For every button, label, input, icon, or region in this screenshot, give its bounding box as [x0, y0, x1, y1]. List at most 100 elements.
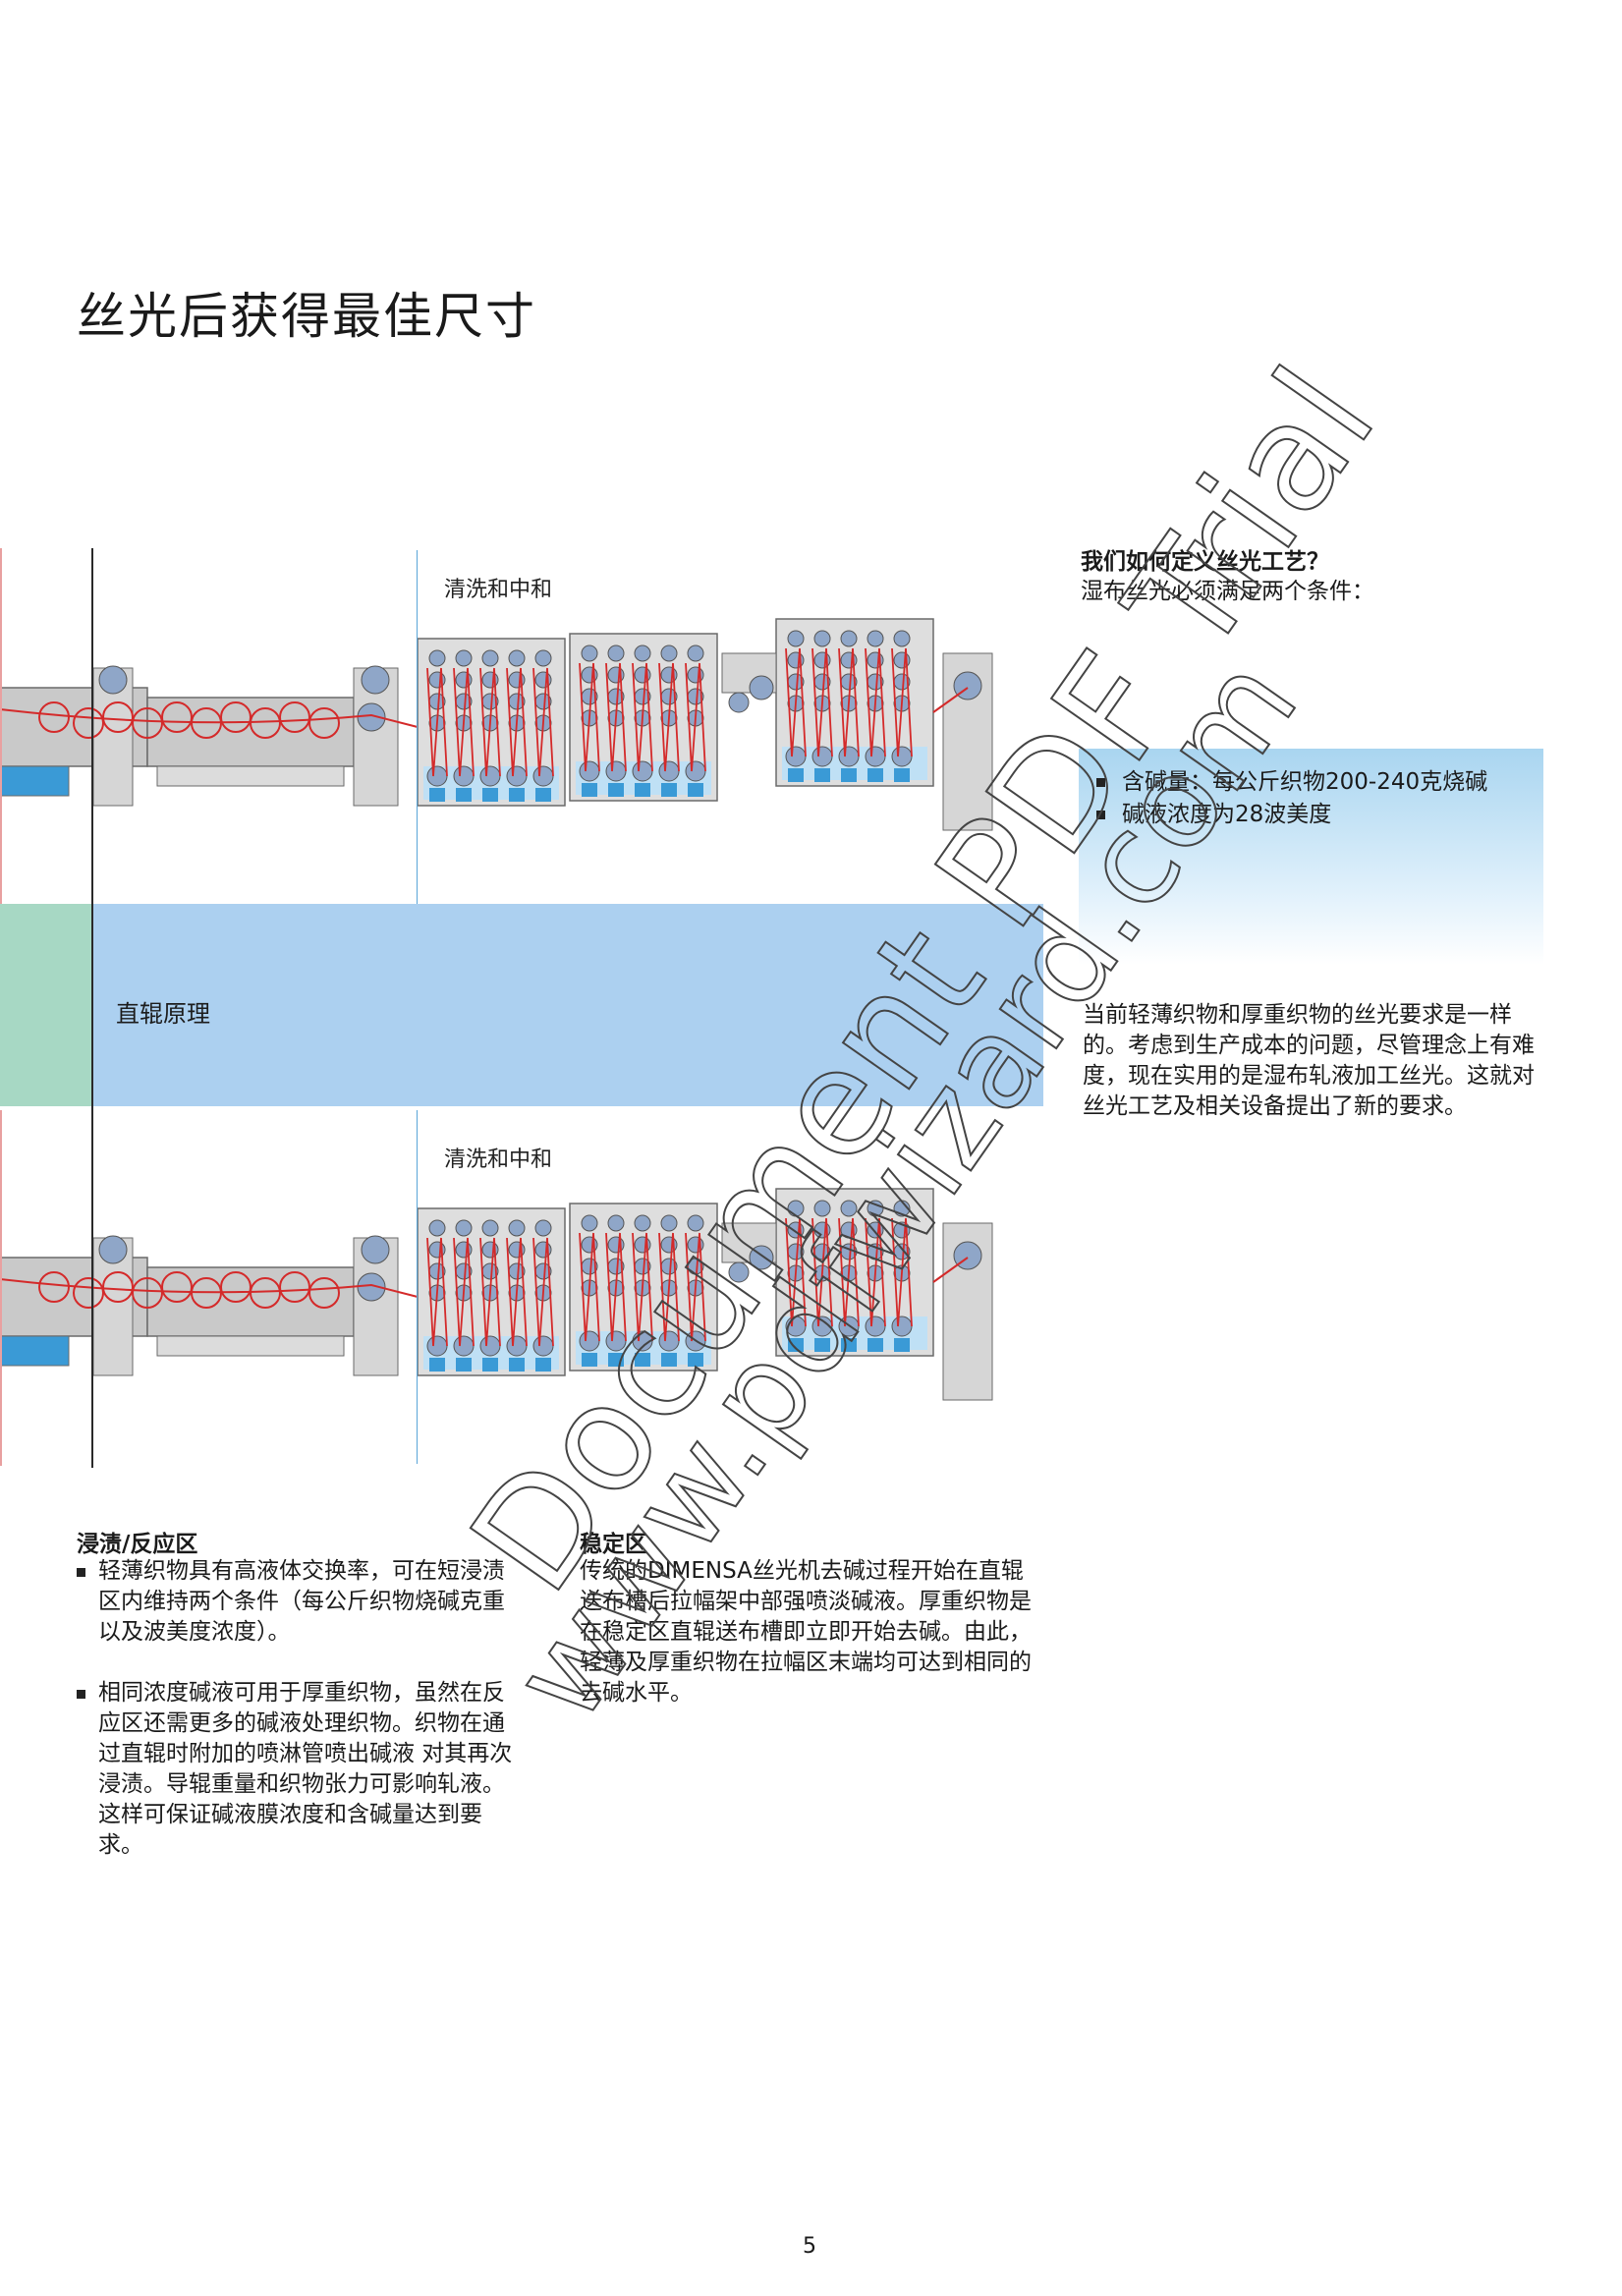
roller	[811, 746, 833, 767]
fabric-path	[838, 1217, 860, 1327]
roller	[687, 644, 704, 662]
stand	[353, 1237, 399, 1376]
roller	[685, 760, 706, 782]
roller	[865, 1316, 886, 1337]
list-item: 轻薄织物具有高液体交换率，可在短浸渍区内维持两个条件（每公斤织物烧碱克重以及波美…	[77, 1556, 519, 1648]
roller	[867, 630, 884, 647]
fabric-path	[453, 1237, 475, 1347]
fabric-path	[658, 1232, 680, 1342]
reaction-trough	[156, 765, 345, 787]
fabric-roller	[250, 1277, 281, 1309]
sidebar-subheading: 湿布丝光必须满足两个条件：	[1081, 579, 1374, 604]
list-item: 相同浓度碱液可用于厚重织物，虽然在反应区还需更多的碱液处理织物。织物在通过直辊时…	[77, 1678, 519, 1861]
roller	[785, 1316, 807, 1337]
washing-neutralizing-label-top: 清洗和中和	[444, 578, 553, 602]
roller	[455, 649, 473, 667]
zone-divider-line-top	[417, 550, 418, 904]
fabric-path	[506, 667, 528, 777]
roller	[605, 1330, 627, 1352]
roller	[838, 746, 860, 767]
reaction-trough	[156, 1335, 345, 1357]
item-text: 相同浓度碱液可用于厚重织物，虽然在反应区还需更多的碱液处理织物。织物在通过直辊时…	[98, 1680, 513, 1858]
list-item: 含碱量：每公斤织物200-240克烧碱	[1096, 766, 1543, 799]
bath-segment	[582, 1353, 597, 1367]
roller	[607, 644, 625, 662]
roller	[426, 1335, 448, 1357]
direct-roller-bar	[93, 904, 1043, 1106]
fabric-path	[632, 1232, 653, 1342]
fabric-path	[605, 662, 627, 772]
fabric-path	[658, 662, 680, 772]
fabric-roller	[38, 1271, 70, 1303]
roller	[508, 1219, 526, 1237]
bath-segment	[814, 1338, 830, 1352]
fabric-path	[811, 1217, 833, 1327]
roller	[811, 1316, 833, 1337]
bath-segment	[456, 1358, 472, 1372]
bath-segment	[814, 768, 830, 782]
bath-segment	[688, 1353, 703, 1367]
roller	[865, 746, 886, 767]
roller	[728, 1261, 750, 1283]
roller	[534, 1219, 552, 1237]
fabric-path	[426, 1237, 448, 1347]
section-divider-line	[91, 548, 93, 1468]
roller	[428, 649, 446, 667]
fabric-roller	[279, 1271, 310, 1303]
washing-neutralizing-label-bottom: 清洗和中和	[444, 1148, 553, 1172]
fabric-roller	[161, 1271, 193, 1303]
fabric-path	[811, 647, 833, 757]
fabric-roller	[220, 1271, 252, 1303]
bath-segment	[688, 783, 703, 797]
left-edge-line-top	[0, 548, 2, 904]
bath-segment	[456, 788, 472, 802]
roller	[893, 1200, 911, 1217]
roller	[658, 760, 680, 782]
roller	[840, 1200, 858, 1217]
roller	[453, 1335, 475, 1357]
bath-segment	[429, 788, 445, 802]
fabric-roller	[132, 707, 163, 739]
stabilization-zone-text: 传统的DIMENSA丝光机去碱过程开始在直辊送布槽后拉幅架中部强喷淡碱液。厚重织…	[580, 1558, 1032, 1706]
bath-segment	[867, 768, 883, 782]
conditions-list: 含碱量：每公斤织物200-240克烧碱 碱液浓度为28波美度	[1079, 749, 1543, 831]
roller	[605, 760, 627, 782]
fabric-roller	[279, 701, 310, 733]
roller	[867, 1200, 884, 1217]
page-title: 丝光后获得最佳尺寸	[77, 288, 536, 345]
page-number: 5	[803, 2234, 816, 2259]
fabric-roller	[73, 1277, 104, 1309]
bath-segment	[841, 1338, 857, 1352]
fabric-path	[479, 667, 501, 777]
roller	[787, 1200, 805, 1217]
roller	[453, 765, 475, 787]
fabric-path	[865, 1217, 886, 1327]
roller	[660, 1214, 678, 1232]
roller	[658, 1330, 680, 1352]
bath-segment	[608, 783, 624, 797]
bath-segment	[661, 783, 677, 797]
fabric-path	[891, 647, 913, 757]
fabric-path	[685, 662, 706, 772]
roller	[481, 1219, 499, 1237]
fabric-roller	[38, 701, 70, 733]
bath-segment	[608, 1353, 624, 1367]
bath-segment	[894, 1338, 910, 1352]
impregnation-list: 轻薄织物具有高液体交换率，可在短浸渍区内维持两个条件（每公斤织物烧碱克重以及波美…	[77, 1556, 519, 1861]
impregnation-bath	[0, 765, 70, 797]
roller	[891, 746, 913, 767]
condition-text: 含碱量：每公斤织物200-240克烧碱	[1122, 769, 1488, 795]
fabric-roller	[308, 707, 340, 739]
fabric-path	[891, 1217, 913, 1327]
direct-roller-label: 直辊原理	[116, 1000, 210, 1028]
roller	[749, 1245, 774, 1270]
fabric-path	[479, 1237, 501, 1347]
bath-segment	[535, 788, 551, 802]
roller	[581, 644, 598, 662]
bath-segment	[482, 1358, 498, 1372]
roller	[98, 665, 128, 695]
roller	[98, 1235, 128, 1264]
roller	[891, 1316, 913, 1337]
roller	[749, 675, 774, 700]
fabric-roller	[102, 1271, 134, 1303]
